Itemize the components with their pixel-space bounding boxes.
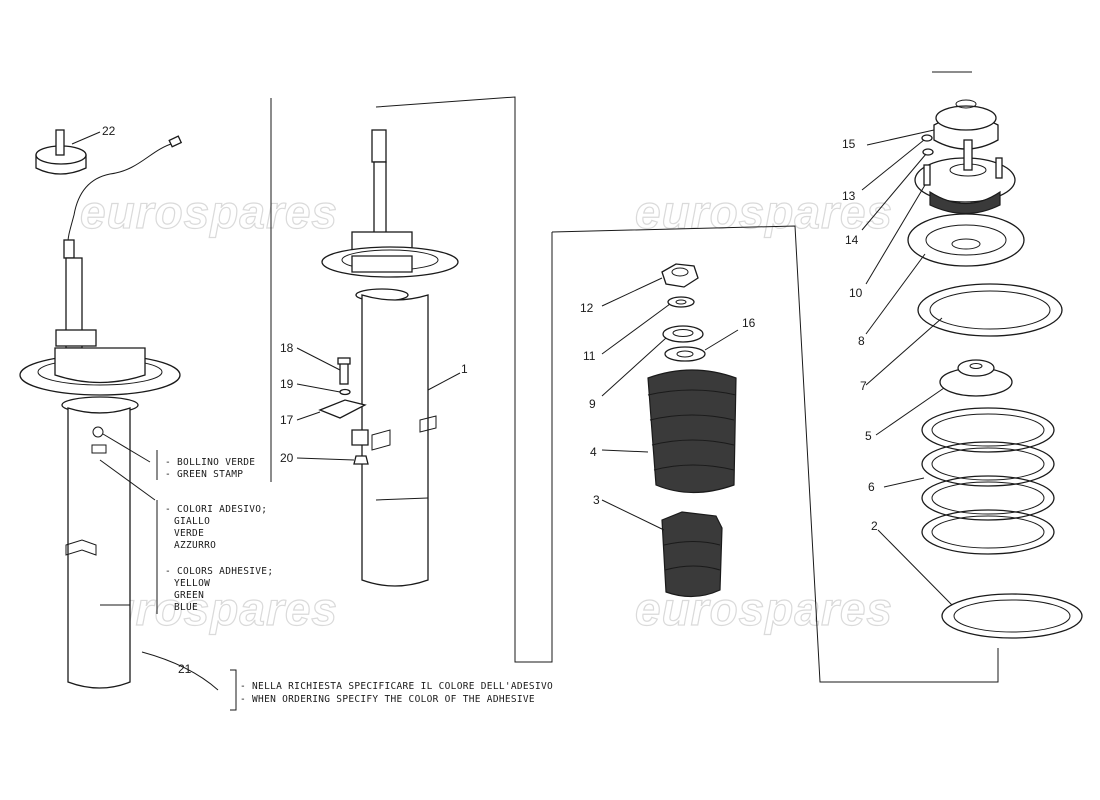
note-colors-en-title: - COLORS ADHESIVE;: [165, 566, 273, 577]
leader-lines: [71, 129, 953, 606]
callout-2: 2: [871, 519, 878, 533]
callout-9: 9: [589, 397, 596, 411]
note-colors-it-3: AZZURRO: [174, 540, 216, 551]
callout-1: 1: [461, 362, 468, 376]
callout-11: 11: [583, 349, 596, 363]
part-22-sensor-cap: [35, 129, 183, 243]
callout-3: 3: [593, 493, 600, 507]
note-leaders: [99, 433, 237, 711]
part-6-coil-spring: [921, 407, 1055, 555]
callout-7: 7: [860, 379, 867, 393]
part-7-rubber-pad: [917, 283, 1063, 337]
note-colors-it-1: GIALLO: [174, 516, 210, 527]
callout-15: 15: [842, 137, 856, 151]
part-3-bump-stop: [661, 511, 723, 598]
callout-19: 19: [280, 377, 294, 391]
callout-14: 14: [845, 233, 859, 247]
part-14-small-washer: [922, 148, 934, 156]
part-1-strut: [321, 129, 459, 587]
part-21-strut-assembly: [19, 239, 181, 689]
callout-8: 8: [858, 334, 865, 348]
callout-13: 13: [842, 189, 856, 203]
callout-16: 16: [742, 316, 756, 330]
callout-22: 22: [102, 124, 116, 138]
note-colors-en-2: GREEN: [174, 590, 204, 601]
note-stamp-en: - GREEN STAMP: [165, 469, 243, 480]
part-15-top-cap: [933, 99, 999, 150]
bracket-hardware: [318, 357, 369, 465]
part-2-lower-pad: [941, 593, 1083, 639]
note-colors-en-3: BLUE: [174, 602, 198, 613]
callout-4: 4: [590, 445, 597, 459]
note-ordering-en: - WHEN ORDERING SPECIFY THE COLOR OF THE…: [240, 694, 535, 705]
callout-labels: 22 18 19 17 20 1 12 11 9 16 4 3 15 13 14…: [102, 124, 878, 676]
part-5-spring-seat: [939, 359, 1013, 397]
note-colors-it-2: VERDE: [174, 528, 204, 539]
part-16-washer: [664, 346, 706, 362]
part-12-nut: [661, 263, 699, 288]
callout-18: 18: [280, 341, 294, 355]
callout-6: 6: [868, 480, 875, 494]
callout-10: 10: [849, 286, 863, 300]
callout-17: 17: [280, 413, 294, 427]
group-brackets: [375, 96, 999, 683]
note-colors-it-title: - COLORI ADESIVO;: [165, 504, 267, 515]
note-colors-en-1: YELLOW: [174, 578, 210, 589]
part-8-upper-seat: [907, 213, 1025, 267]
callout-20: 20: [280, 451, 294, 465]
part-11-washer: [667, 296, 695, 308]
part-13-small-nut: [921, 134, 933, 142]
part-4-dust-boot: [647, 369, 737, 494]
callout-5: 5: [865, 429, 872, 443]
callout-21: 21: [178, 662, 192, 676]
notes: - BOLLINO VERDE - GREEN STAMP - COLORI A…: [165, 457, 553, 705]
part-9-bushing: [662, 325, 704, 343]
watermark: eurospares: [635, 186, 893, 238]
note-ordering-it: - NELLA RICHIESTA SPECIFICARE IL COLORE …: [240, 681, 553, 692]
part-10-top-mount: [914, 139, 1016, 214]
callout-12: 12: [580, 301, 594, 315]
note-stamp-it: - BOLLINO VERDE: [165, 457, 255, 468]
watermark: eurospares: [80, 186, 338, 238]
